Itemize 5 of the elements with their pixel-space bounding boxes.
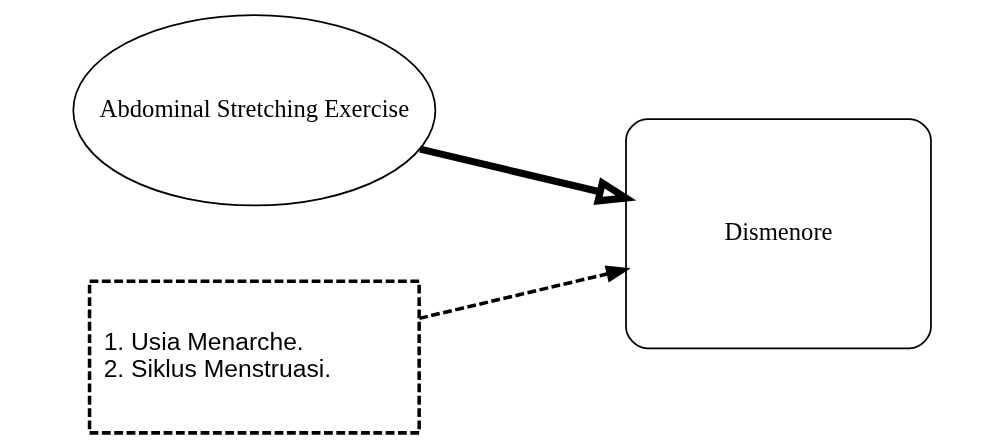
- arrow: [418, 265, 631, 321]
- node-box: 1. Usia Menarche. 2. Siklus Menstruasi.: [87, 279, 421, 435]
- node-ellipse: Abdominal Stretching Exercise: [71, 14, 436, 207]
- arrow: [418, 145, 636, 205]
- node-box: Dismenore: [624, 118, 932, 350]
